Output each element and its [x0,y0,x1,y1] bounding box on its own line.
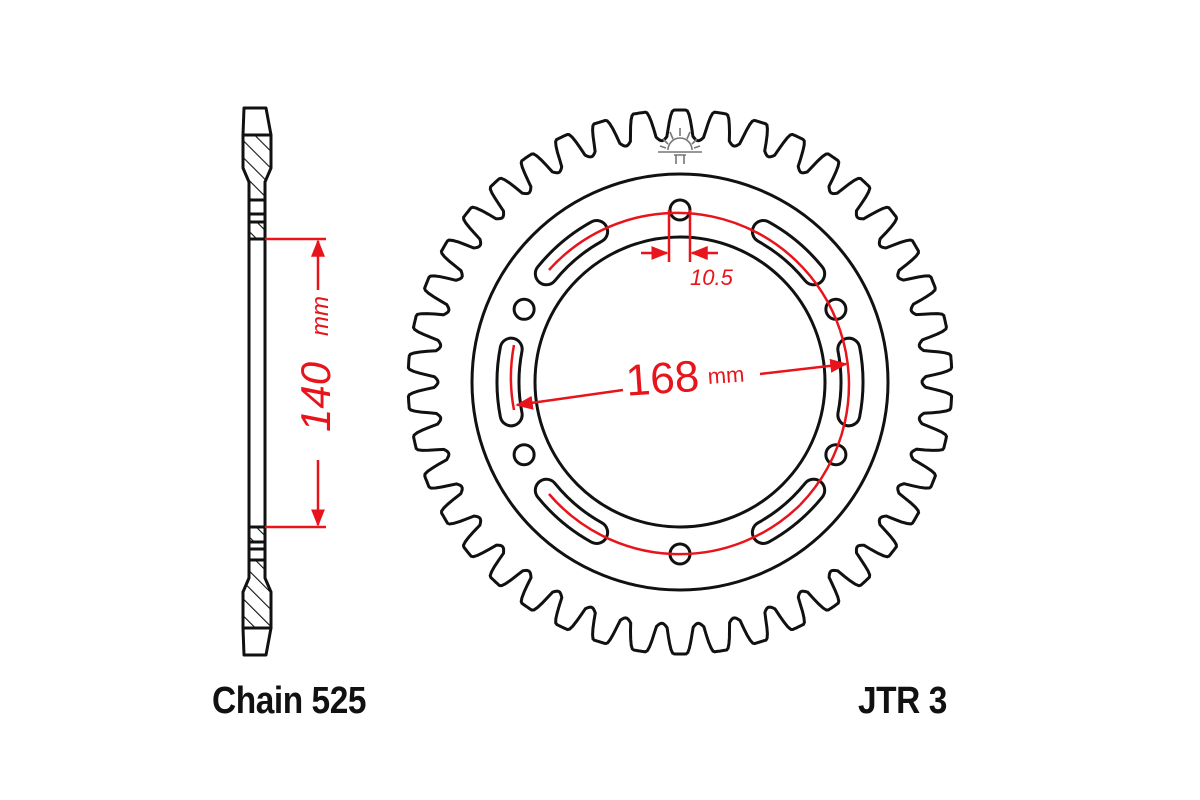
mounting-slot [495,336,524,428]
sprocket-teeth-outline [406,108,954,656]
mounting-slot [750,219,827,287]
side-view-bottom-tooth [241,626,273,657]
bolt-circle-value: 168 [624,352,701,406]
hole-dimension-label: 10.5 [690,265,734,290]
bolt-hole [512,443,536,467]
bolt-hole [512,297,536,321]
side-view-top-hatch [241,133,273,202]
mounting-slot [836,336,865,428]
svg-text:140: 140 [292,361,339,432]
sun-rising-logo-icon [658,128,702,164]
bolt-circle-dimension [509,211,851,556]
mounting-slot [533,219,610,287]
part-number-label: JTR 3 [858,680,947,722]
dimension-140-label: 140 mm [292,296,339,432]
inner-bore-circle [533,235,827,529]
svg-text:mm: mm [307,296,334,336]
side-view-top-tooth [241,106,273,137]
side-view [241,106,273,657]
chain-size-label: Chain 525 [212,680,367,722]
bolt-hole [668,198,692,222]
bolt-circle-unit: mm [707,362,745,389]
hole-dimension [641,210,718,262]
dimension-140 [265,237,326,529]
side-view-bottom-hatch [241,558,273,630]
outer-rim-circle [470,172,890,592]
